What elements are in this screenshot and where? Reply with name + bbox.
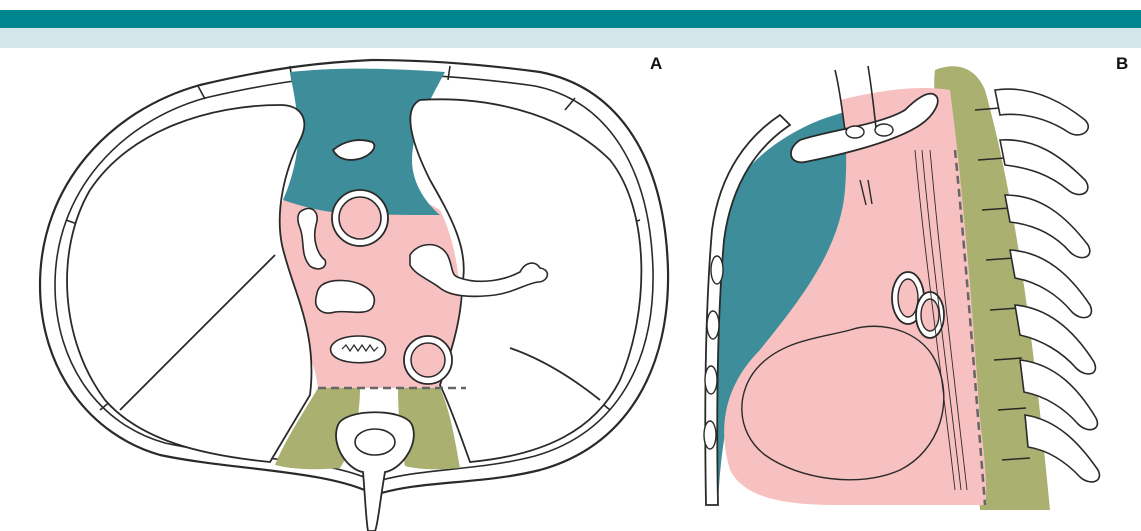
spinous-process	[995, 89, 1088, 135]
panel-a-axial-diagram	[40, 60, 668, 531]
costal-cartilage	[707, 311, 719, 339]
costal-cartilage	[705, 366, 717, 394]
vessel-cross-section	[875, 124, 893, 136]
pulmonary-vessel-inner	[898, 279, 918, 317]
costal-cartilage	[704, 421, 716, 449]
aorta-ring-inner	[339, 197, 381, 239]
spinous-process	[1000, 140, 1088, 195]
costal-cartilage	[711, 256, 723, 284]
esophagus	[331, 336, 386, 363]
spinal-canal	[355, 429, 395, 455]
pulmonary-vessel-inner	[921, 299, 939, 331]
panel-b-sagittal-diagram	[704, 66, 1099, 510]
vessel-cross-section	[846, 126, 864, 138]
descending-aorta-inner	[411, 343, 445, 377]
